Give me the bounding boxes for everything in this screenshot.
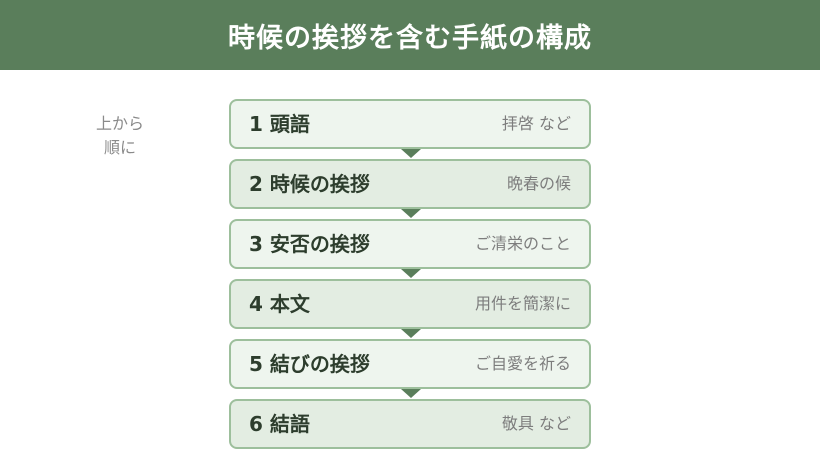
reading-order-note-line-1: 上から [95, 114, 144, 133]
step-box-1: 1 頭語 拝啓 など [229, 99, 591, 158]
step-label: 1 頭語 [249, 112, 310, 136]
reading-order-note-line-2: 順に [103, 138, 136, 157]
step-example: ご自愛を祈る [474, 354, 571, 373]
step-box-4: 4 本文 用件を簡潔に [229, 279, 591, 338]
step-example: 晩春の候 [506, 174, 571, 193]
step-label: 6 結語 [249, 412, 310, 436]
step-label: 5 結びの挨拶 [249, 352, 370, 376]
step-example: 拝啓 など [501, 114, 571, 133]
step-box-6: 6 結語 敬具 など [229, 399, 591, 449]
step-example: 敬具 など [501, 414, 571, 433]
down-arrow-icon [401, 329, 421, 338]
down-arrow-icon [401, 389, 421, 398]
step-label: 3 安否の挨拶 [249, 232, 370, 256]
down-arrow-icon [401, 209, 421, 218]
step-box-5: 5 結びの挨拶 ご自愛を祈る [229, 339, 591, 398]
reading-order-note: 上から 順に [80, 112, 160, 160]
step-example: ご清栄のこと [474, 234, 571, 253]
page-title: 時候の挨拶を含む手紙の構成 [228, 22, 592, 54]
down-arrow-icon [401, 149, 421, 158]
step-box-2: 2 時候の挨拶 晩春の候 [229, 159, 591, 218]
step-label: 4 本文 [249, 292, 310, 316]
header-banner: 時候の挨拶を含む手紙の構成 [0, 0, 820, 70]
down-arrow-icon [401, 269, 421, 278]
step-box-3: 3 安否の挨拶 ご清栄のこと [229, 219, 591, 278]
step-label: 2 時候の挨拶 [249, 172, 370, 196]
letter-structure-flow: 1 頭語 拝啓 など 2 時候の挨拶 晩春の候 3 安否の挨拶 ご清栄のこと 4… [229, 99, 591, 459]
step-example: 用件を簡潔に [474, 294, 571, 313]
